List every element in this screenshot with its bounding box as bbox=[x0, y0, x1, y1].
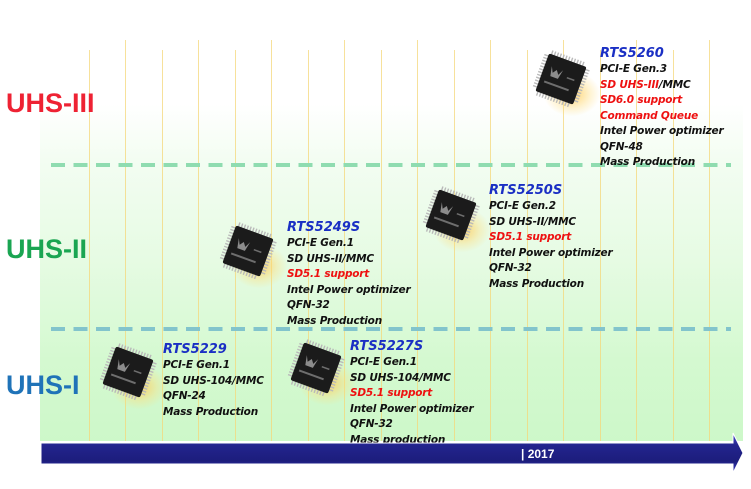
grid-line bbox=[380, 50, 382, 441]
spec-line: Intel Power optimizer bbox=[350, 402, 474, 415]
grid-line bbox=[599, 50, 601, 441]
spec-line: Intel Power optimizer bbox=[600, 125, 724, 137]
timeline-year-marker: | 2017 bbox=[521, 447, 555, 461]
grid-line bbox=[417, 40, 418, 441]
chip-icon-rts5229 bbox=[97, 341, 167, 409]
chip-icon-rts5250s bbox=[420, 184, 490, 252]
spec-line: QFN-32 bbox=[350, 418, 393, 430]
grid-line bbox=[344, 40, 345, 441]
spec-line: Mass Production bbox=[287, 314, 382, 327]
grid-line bbox=[307, 50, 309, 441]
spec-line: SD UHS-II/MMC bbox=[287, 252, 374, 265]
spec-line: Command Queue bbox=[600, 109, 699, 122]
timeline-arrow bbox=[41, 432, 744, 474]
grid-line bbox=[672, 50, 674, 441]
spec-line: PCI-E Gen.1 bbox=[350, 356, 417, 368]
grid-line bbox=[125, 40, 126, 441]
tier-label-uhs3: UHS-III bbox=[6, 88, 95, 118]
model-name: RTS5227S bbox=[350, 339, 424, 354]
divider-uhs3-uhs2 bbox=[51, 163, 731, 167]
spec-line: Mass Production bbox=[489, 277, 584, 290]
spec-highlight: SD UHS-III bbox=[600, 78, 659, 91]
spec-line: SD UHS-III/MMC bbox=[600, 78, 723, 94]
spec-suffix: /MMC bbox=[658, 78, 691, 91]
divider-uhs2-uhs1 bbox=[51, 327, 731, 331]
product-rts5227s: RTS5227S PCI-E Gen.1 SD UHS-104/MMC SD5.… bbox=[350, 339, 474, 448]
spec-line: Mass Production bbox=[163, 405, 258, 418]
spec-line: Intel Power optimizer bbox=[489, 246, 613, 259]
spec-line: Mass Production bbox=[600, 156, 695, 168]
grid-line bbox=[161, 50, 163, 441]
tier-label-uhs2: UHS-II bbox=[6, 234, 87, 264]
grid-line bbox=[88, 50, 90, 441]
spec-line: PCI-E Gen.3 bbox=[600, 63, 667, 75]
model-name: RTS5260 bbox=[600, 46, 664, 61]
product-rts5250s: RTS5250S PCI-E Gen.2 SD UHS-II/MMC SD5.1… bbox=[489, 183, 613, 292]
spec-line: QFN-48 bbox=[600, 140, 643, 153]
qfn-chip-icon bbox=[99, 343, 157, 401]
spec-line: SD6.0 support bbox=[600, 94, 683, 106]
grid-line bbox=[198, 40, 199, 441]
grid-line bbox=[563, 40, 564, 441]
tier-label-uhs1: UHS-I bbox=[6, 370, 80, 400]
grid-line bbox=[636, 40, 637, 441]
grid-line bbox=[709, 40, 710, 441]
spec-line: PCI-E Gen.1 bbox=[287, 237, 354, 249]
spec-line: Intel Power optimizer bbox=[287, 283, 411, 296]
spec-line: PCI-E Gen.2 bbox=[489, 200, 556, 212]
qfn-chip-icon bbox=[219, 222, 277, 280]
spec-line: SD5.1 support bbox=[287, 268, 370, 280]
spec-line: SD5.1 support bbox=[489, 231, 572, 243]
product-rts5260: RTS5260 PCI-E Gen.3 SD UHS-III/MMC SD6.0… bbox=[600, 46, 724, 171]
spec-line: SD UHS-104/MMC bbox=[163, 374, 264, 387]
spec-line: QFN-32 bbox=[287, 299, 330, 311]
chip-icon-rts5260 bbox=[530, 48, 600, 116]
spec-line: SD UHS-104/MMC bbox=[350, 371, 451, 384]
model-name: RTS5250S bbox=[489, 183, 563, 198]
spec-line: PCI-E Gen.1 bbox=[163, 359, 230, 371]
product-rts5249s: RTS5249S PCI-E Gen.1 SD UHS-II/MMC SD5.1… bbox=[287, 220, 411, 329]
spec-line: QFN-24 bbox=[163, 390, 206, 402]
spec-line: SD UHS-II/MMC bbox=[489, 215, 576, 228]
qfn-chip-icon bbox=[532, 50, 590, 108]
qfn-chip-icon bbox=[422, 186, 480, 244]
qfn-chip-icon bbox=[287, 339, 345, 397]
grid-line bbox=[526, 50, 528, 441]
spec-line: QFN-32 bbox=[489, 262, 532, 274]
grid-line bbox=[490, 40, 491, 441]
spec-line: SD5.1 support bbox=[350, 387, 433, 399]
model-name: RTS5229 bbox=[163, 342, 227, 357]
chip-icon-rts5249s bbox=[217, 220, 287, 288]
product-rts5229: RTS5229 PCI-E Gen.1 SD UHS-104/MMC QFN-2… bbox=[163, 342, 264, 420]
model-name: RTS5249S bbox=[287, 220, 361, 235]
chip-icon-rts5227s bbox=[285, 337, 355, 405]
